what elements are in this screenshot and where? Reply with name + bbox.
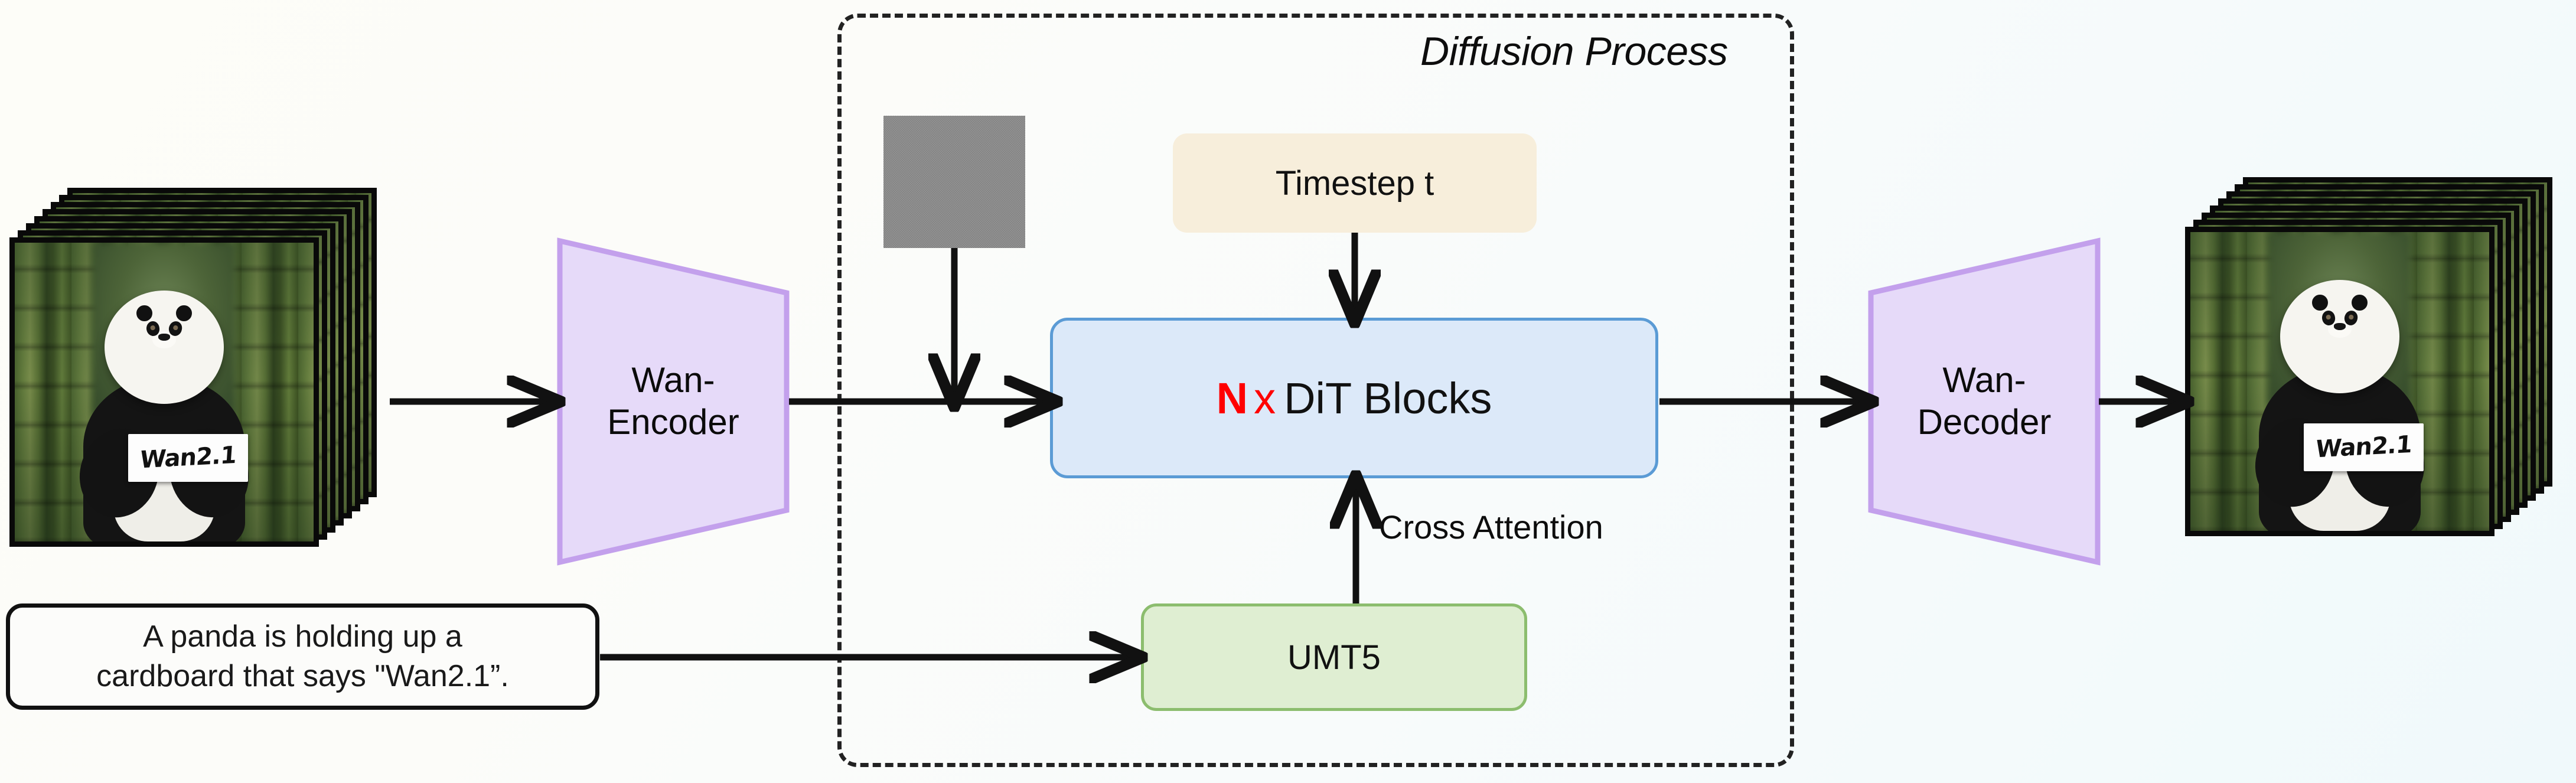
- text-prompt-line1: A panda is holding up a: [143, 619, 462, 654]
- wan-decoder-label-line2: Decoder: [1917, 402, 2052, 442]
- dit-n-count: N: [1216, 373, 1248, 423]
- dit-multiply-sign: x: [1254, 373, 1276, 423]
- panda-sign: Wan2.1: [2304, 423, 2424, 471]
- wan-encoder-label: Wan- Encoder: [607, 360, 739, 443]
- timestep-node[interactable]: Timestep t: [1173, 133, 1537, 233]
- frame-layer-front: Wan2.1: [9, 237, 319, 547]
- input-video-frame-stack: Wan2.1: [8, 188, 386, 566]
- panda-sign: Wan2.1: [128, 433, 248, 482]
- panda-sign-text: Wan2.1: [139, 441, 237, 474]
- cross-attention-label: Cross Attention: [1379, 508, 1603, 546]
- gaussian-noise-patch: [883, 116, 1025, 248]
- wan-encoder-label-line1: Wan-: [631, 360, 715, 400]
- umt5-label: UMT5: [1287, 638, 1381, 677]
- wan-decoder-label-line1: Wan-: [1942, 360, 2026, 400]
- text-prompt-box[interactable]: A panda is holding up a cardboard that s…: [6, 603, 599, 710]
- wan-decoder-node[interactable]: Wan- Decoder: [1866, 236, 2102, 567]
- wan-decoder-label: Wan- Decoder: [1918, 360, 2052, 443]
- text-prompt-label: A panda is holding up a cardboard that s…: [96, 617, 509, 696]
- wan-encoder-node[interactable]: Wan- Encoder: [555, 236, 791, 567]
- wan-decoder-shape: [1868, 237, 2101, 566]
- frame-layer-front: Wan2.1: [2185, 227, 2495, 536]
- panda-sign-text: Wan2.1: [2314, 430, 2413, 464]
- umt5-node[interactable]: UMT5: [1141, 603, 1527, 711]
- wan-encoder-shape: [557, 237, 790, 566]
- output-video-frame-stack: Wan2.1: [2185, 177, 2563, 555]
- dit-blocks-text: DiT Blocks: [1284, 373, 1492, 423]
- diffusion-process-container: [837, 14, 1794, 767]
- text-prompt-line2: cardboard that says "Wan2.1”.: [96, 659, 509, 693]
- timestep-label: Timestep t: [1275, 164, 1434, 203]
- wan-encoder-label-line2: Encoder: [607, 402, 739, 442]
- diffusion-process-title: Diffusion Process: [1420, 29, 1728, 74]
